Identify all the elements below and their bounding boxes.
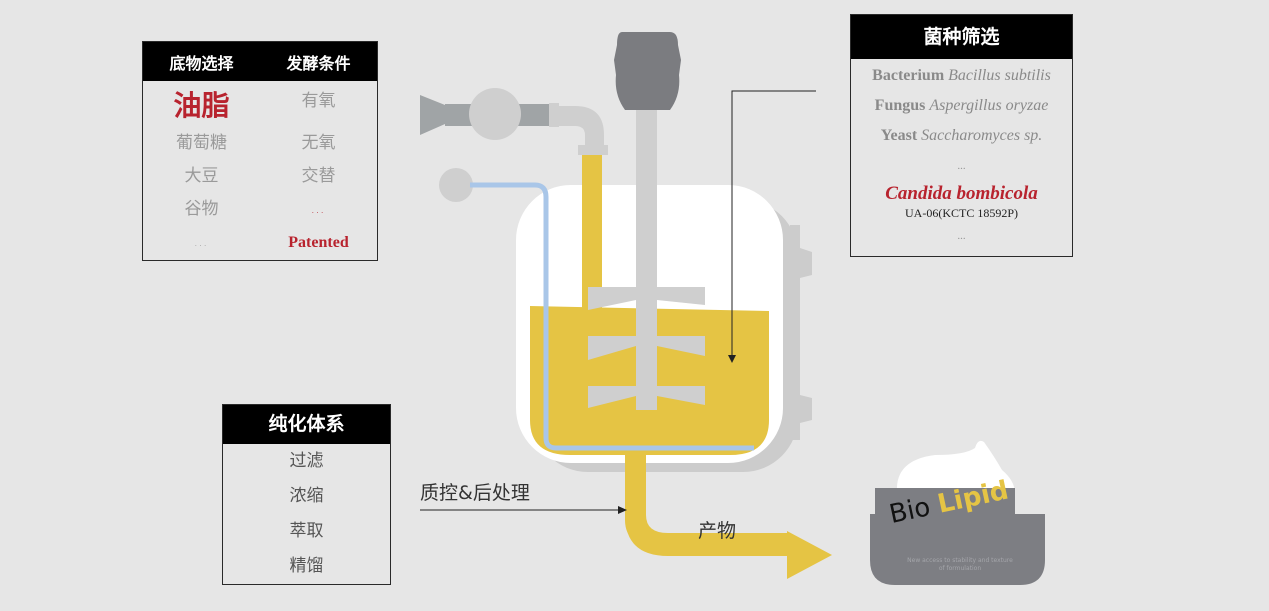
agitator	[588, 105, 705, 410]
condition-item: 交替	[301, 166, 336, 186]
inlet-pump	[420, 88, 608, 155]
strain-species: Bacillus subtilis	[948, 67, 1051, 84]
jar-tagline-line-2: of formulation	[938, 565, 982, 572]
sparger-pipe	[470, 182, 754, 451]
strain-item: Bacterium Bacillus subtilis	[851, 61, 1072, 91]
conditions-list: 有氧 无氧 交替 … Patented	[260, 81, 377, 259]
substrate-list: 油脂 葡萄糖 大豆 谷物 …	[143, 81, 260, 259]
purification-item: 精馏	[289, 556, 324, 576]
purification-item: 过滤	[289, 451, 324, 471]
product-label: 产物	[698, 520, 737, 542]
substrate-item: 谷物	[184, 199, 219, 219]
condition-item-more: …	[310, 201, 327, 217]
condition-item: 有氧	[301, 91, 336, 111]
substrate-conditions-panel: 底物选择 发酵条件 油脂 葡萄糖 大豆 谷物 … 有氧 无氧 交替 … Pate…	[142, 41, 378, 261]
strain-screening-panel: 菌种筛选 Bacterium Bacillus subtilis Fungus …	[850, 14, 1073, 257]
substrate-item: 葡萄糖	[176, 133, 227, 153]
strain-species: Saccharomyces sp.	[921, 127, 1043, 144]
strain-species: Aspergillus oryzae	[929, 97, 1049, 114]
strain-type: Yeast	[880, 127, 918, 144]
substrate-panel-header: 底物选择 发酵条件	[143, 42, 377, 81]
strain-item: Fungus Aspergillus oryzae	[851, 91, 1072, 121]
highlight-strain: Candida bombicola	[885, 183, 1038, 204]
substrate-item-highlight: 油脂	[173, 89, 230, 122]
patented-badge: Patented	[288, 234, 349, 251]
strain-panel-title: 菌种筛选	[851, 15, 1072, 59]
purification-panel: 纯化体系 过滤 浓缩 萃取 精馏	[222, 404, 391, 585]
motor	[614, 32, 681, 110]
jar-tagline-line-1: New access to stability and texture	[907, 557, 1013, 564]
purification-item: 浓缩	[289, 486, 324, 506]
feed-stream	[582, 150, 602, 310]
conditions-header: 发酵条件	[286, 53, 351, 73]
substrate-item: 大豆	[184, 166, 219, 186]
purification-panel-title: 纯化体系	[223, 405, 390, 444]
jar-tagline: New access to stability and texture of f…	[900, 557, 1020, 573]
strain-more: ...	[957, 160, 966, 172]
highlight-strain-code: UA-06(KCTC 18592P)	[905, 206, 1018, 220]
strain-item: Yeast Saccharomyces sp.	[851, 121, 1072, 151]
gas-inlet	[439, 168, 473, 202]
purification-item: 萃取	[289, 521, 324, 541]
product-jar	[870, 440, 1045, 585]
strain-type: Fungus	[874, 97, 926, 114]
strain-more: ...	[957, 230, 966, 242]
product-outlet	[625, 455, 832, 579]
substrate-item-more: …	[193, 234, 210, 250]
qc-label: 质控&后处理	[420, 482, 530, 504]
strain-type: Bacterium	[872, 67, 945, 84]
condition-item: 无氧	[301, 133, 336, 153]
qc-arrow	[420, 506, 627, 514]
strain-pointer-arrow	[728, 90, 816, 363]
substrate-header: 底物选择	[169, 53, 234, 73]
